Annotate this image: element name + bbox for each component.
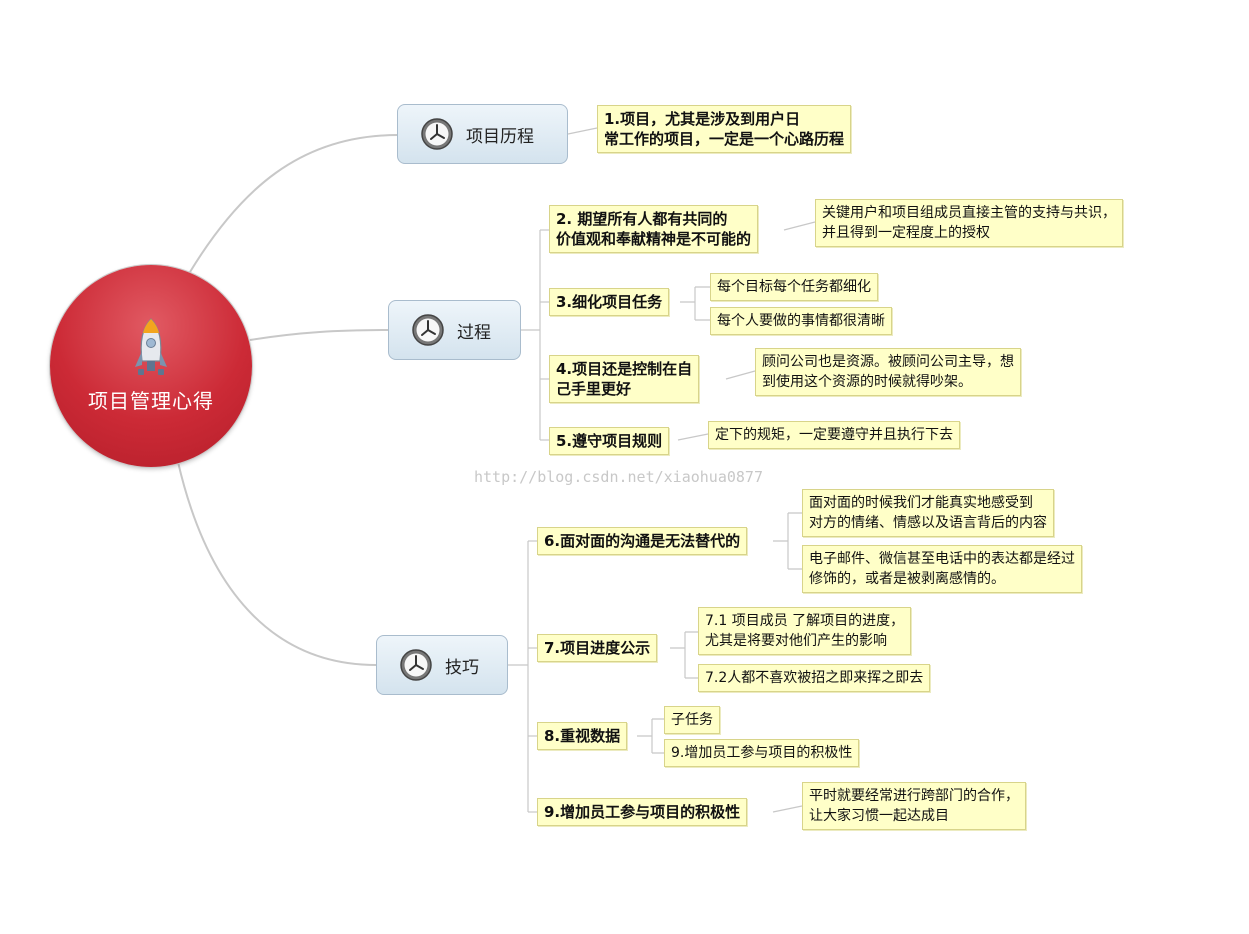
topic-3[interactable]: 3.细化项目任务 — [549, 288, 670, 316]
clock-icon — [421, 118, 453, 150]
topic-8[interactable]: 8.重视数据 — [537, 722, 628, 750]
rocket-icon — [135, 318, 167, 375]
topic-7-detail-a[interactable]: 7.1 项目成员 了解项目的进度， 尤其是将要对他们产生的影响 — [698, 607, 912, 655]
topic-2-detail[interactable]: 关键用户和项目组成员直接主管的支持与共识， 并且得到一定程度上的授权 — [815, 199, 1123, 247]
watermark: http://blog.csdn.net/xiaohua0877 — [474, 468, 763, 486]
branch-label: 技巧 — [445, 657, 479, 678]
topic-7[interactable]: 7.项目进度公示 — [537, 634, 658, 662]
topic-4[interactable]: 4.项目还是控制在自 己手里更好 — [549, 355, 700, 403]
link-root-history — [189, 134, 399, 273]
topic-7-detail-b[interactable]: 7.2人都不喜欢被招之即来挥之即去 — [698, 664, 931, 692]
topic-3-detail-b[interactable]: 每个人要做的事情都很清晰 — [710, 307, 892, 335]
branch-label: 过程 — [457, 322, 491, 343]
root-label: 项目管理心得 — [88, 389, 214, 413]
link-root-process — [249, 329, 389, 341]
topic-8-detail-b[interactable]: 9.增加员工参与项目的积极性 — [664, 739, 860, 767]
topic-5[interactable]: 5.遵守项目规则 — [549, 427, 670, 455]
branch-tips[interactable]: 技巧 — [376, 635, 508, 695]
topic-8-detail-a[interactable]: 子任务 — [664, 706, 720, 734]
clock-icon — [412, 314, 444, 346]
topic-2[interactable]: 2. 期望所有人都有共同的 价值观和奉献精神是不可能的 — [549, 205, 759, 253]
topic-9[interactable]: 9.增加员工参与项目的积极性 — [537, 798, 748, 826]
topic-1[interactable]: 1.项目，尤其是涉及到用户日 常工作的项目，一定是一个心路历程 — [597, 105, 852, 153]
topic-4-detail[interactable]: 顾问公司也是资源。被顾问公司主导，想 到使用这个资源的时候就得吵架。 — [755, 348, 1021, 396]
branch-history[interactable]: 项目历程 — [397, 104, 568, 164]
topic-6-detail-a[interactable]: 面对面的时候我们才能真实地感受到 对方的情绪、情感以及语言背后的内容 — [802, 489, 1054, 537]
root-node[interactable]: 项目管理心得 — [50, 265, 252, 467]
branch-label: 项目历程 — [466, 126, 534, 147]
link-root-tips — [177, 461, 377, 666]
topic-5-detail[interactable]: 定下的规矩，一定要遵守并且执行下去 — [708, 421, 960, 449]
topic-6[interactable]: 6.面对面的沟通是无法替代的 — [537, 527, 748, 555]
topic-9-detail[interactable]: 平时就要经常进行跨部门的合作， 让大家习惯一起达成目 — [802, 782, 1026, 830]
topic-3-detail-a[interactable]: 每个目标每个任务都细化 — [710, 273, 878, 301]
clock-icon — [400, 649, 432, 681]
branch-process[interactable]: 过程 — [388, 300, 521, 360]
topic-6-detail-b[interactable]: 电子邮件、微信甚至电话中的表达都是经过 修饰的，或者是被剥离感情的。 — [802, 545, 1082, 593]
